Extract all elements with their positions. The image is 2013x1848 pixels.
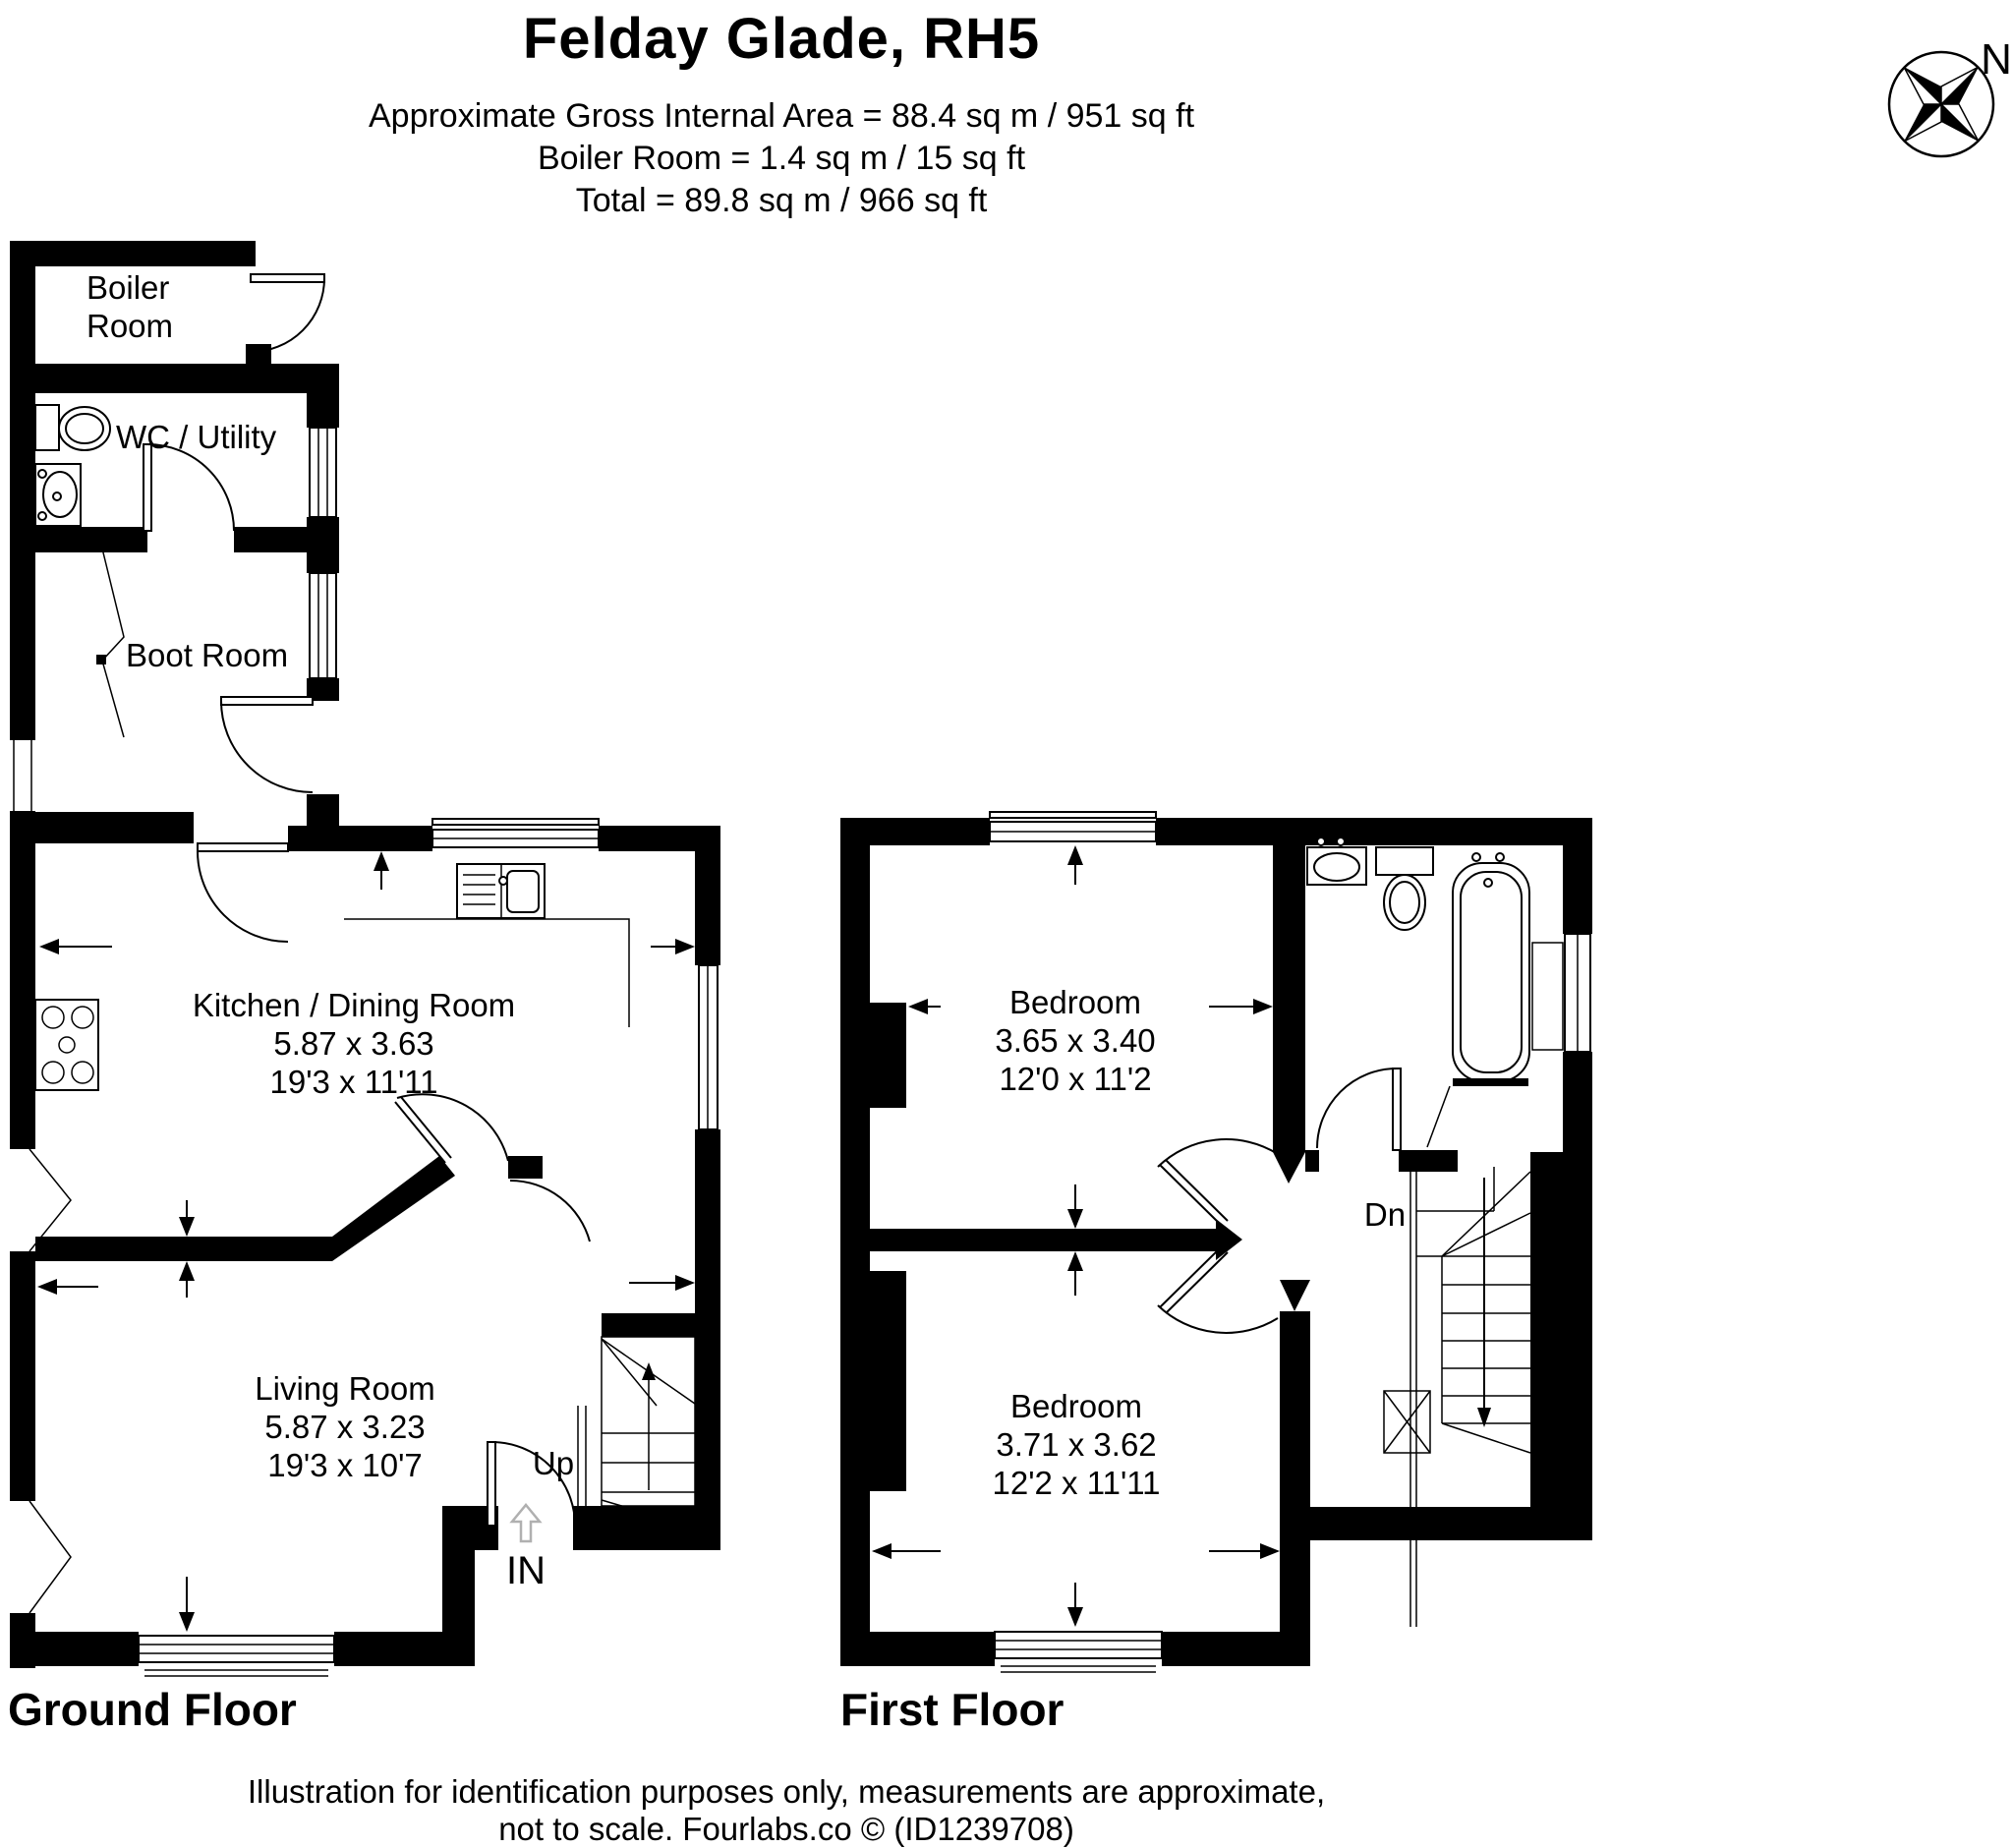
wc-sink-icon xyxy=(34,463,82,527)
boiler-room-label-line1: Boiler xyxy=(86,269,170,306)
toilet-icon xyxy=(34,404,111,451)
living-room-name: Living Room xyxy=(255,1370,435,1407)
entry-arrow-icon xyxy=(509,1503,543,1543)
bathroom-sink-icon xyxy=(1306,837,1367,886)
first-floor-plan xyxy=(840,811,1592,1673)
boiler-area-line: Boiler Room = 1.4 sq m / 15 sq ft xyxy=(537,140,1026,177)
living-room-size-imperial: 19'3 x 10'7 xyxy=(267,1447,423,1483)
bathroom-toilet-icon xyxy=(1375,846,1434,931)
bedroom-front-label: Bedroom 3.65 x 3.40 12'0 x 11'2 xyxy=(995,983,1155,1098)
boiler-room-label-line2: Room xyxy=(86,308,174,344)
entrance-in-label: IN xyxy=(506,1549,546,1592)
bedroom-back-label: Bedroom 3.71 x 3.62 12'2 x 11'11 xyxy=(992,1387,1160,1502)
page-title: Felday Glade, RH5 xyxy=(522,7,1041,71)
first-floor-title: First Floor xyxy=(840,1684,1064,1735)
compass-north-label: N xyxy=(1981,35,2012,84)
wc-utility-label: WC / Utility xyxy=(116,419,277,455)
gross-area-line: Approximate Gross Internal Area = 88.4 s… xyxy=(368,97,1195,135)
bedroom-front-name: Bedroom xyxy=(1009,984,1141,1020)
bedroom-back-size-imperial: 12'2 x 11'11 xyxy=(992,1465,1161,1501)
ground-floor-doors xyxy=(96,273,591,1527)
stairs-up-symbol xyxy=(577,1336,696,1529)
bathtub-icon xyxy=(1452,852,1530,1086)
bedroom-back-name: Bedroom xyxy=(1010,1388,1142,1424)
bedroom-back-size-metric: 3.71 x 3.62 xyxy=(996,1426,1157,1463)
ground-floor-dimension-arrows xyxy=(37,851,695,1632)
ground-floor-walls xyxy=(10,241,720,1668)
kitchen-dining-label: Kitchen / Dining Room 5.87 x 3.63 19'3 x… xyxy=(193,986,515,1101)
first-floor-windows xyxy=(989,811,1591,1673)
disclaimer-line2: not to scale. Fourlabs.co © (ID1239708) xyxy=(498,1811,1074,1847)
kitchen-dining-name: Kitchen / Dining Room xyxy=(192,987,516,1023)
first-floor-doors xyxy=(1157,1068,1451,1334)
stairs-down-label: Dn xyxy=(1363,1196,1407,1233)
kitchen-dining-size-metric: 5.87 x 3.63 xyxy=(273,1025,434,1062)
bedroom-front-size-metric: 3.65 x 3.40 xyxy=(995,1022,1156,1059)
stairs-down-symbol xyxy=(1383,1167,1531,1627)
total-area-line: Total = 89.8 sq m / 966 sq ft xyxy=(575,182,988,219)
first-floor-dimension-arrows xyxy=(872,845,1280,1627)
boiler-room-label: Boiler Room xyxy=(86,268,173,345)
boot-room-label: Boot Room xyxy=(126,637,289,673)
disclaimer-line1: Illustration for identification purposes… xyxy=(247,1773,1326,1810)
hob-icon xyxy=(34,999,99,1091)
ground-floor-title: Ground Floor xyxy=(8,1684,297,1735)
bedroom-front-size-imperial: 12'0 x 11'2 xyxy=(999,1061,1152,1097)
ground-floor-plan xyxy=(10,241,720,1677)
kitchen-dining-size-imperial: 19'3 x 11'11 xyxy=(269,1064,438,1100)
compass-icon xyxy=(1887,50,1995,158)
stairs-up-label: Up xyxy=(532,1445,575,1481)
kitchen-sink-icon xyxy=(344,863,630,1027)
first-floor-walls xyxy=(840,818,1592,1666)
living-room-label: Living Room 5.87 x 3.23 19'3 x 10'7 xyxy=(255,1369,434,1484)
ground-floor-windows xyxy=(13,427,719,1677)
living-room-size-metric: 5.87 x 3.23 xyxy=(264,1409,426,1445)
